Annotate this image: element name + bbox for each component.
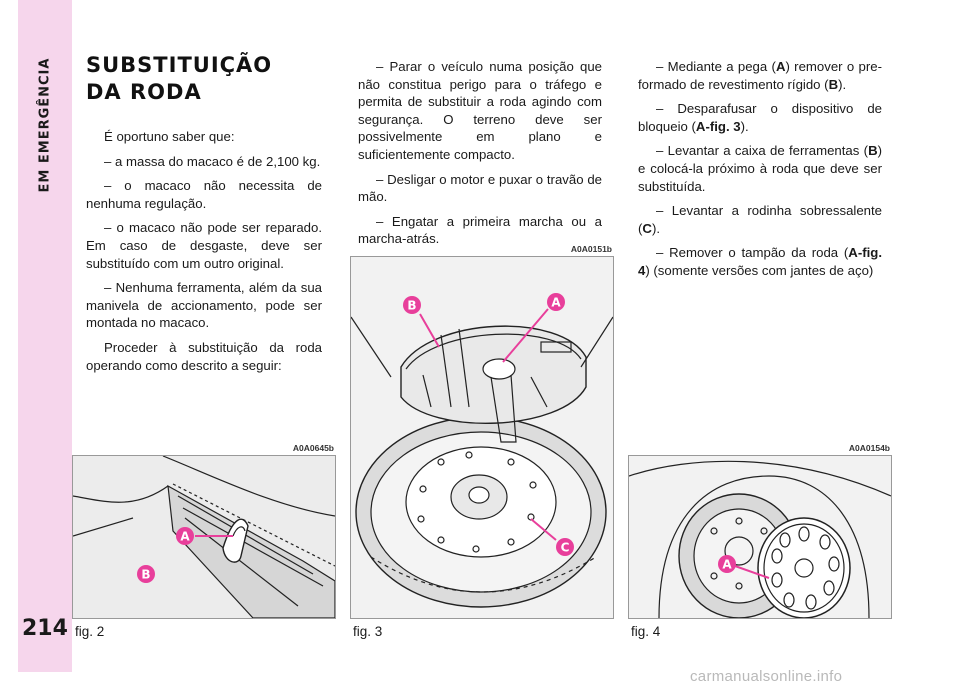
paragraph: – Engatar a primeira marcha ou a marcha-… bbox=[358, 213, 602, 247]
paragraph: – o macaco não pode ser reparado. Em cas… bbox=[86, 220, 322, 271]
page-title-line1: SUBSTITUIÇÃO bbox=[86, 53, 273, 77]
page-title: SUBSTITUIÇÃO DA RODA bbox=[86, 52, 272, 106]
callout-b: B bbox=[141, 568, 150, 582]
text-column-1: É oportuno saber que: – a massa do macac… bbox=[86, 128, 322, 381]
figure-code: A0A0645b bbox=[292, 443, 334, 453]
paragraph: – Levantar a rodinha sobressalente (C). bbox=[638, 203, 882, 236]
callout-b: B bbox=[407, 299, 416, 313]
section-label: EM EMERGÊNCIA bbox=[37, 57, 53, 193]
paragraph: Proceder à substituição da roda operando… bbox=[86, 339, 322, 373]
figure-code: A0A0151b bbox=[570, 244, 612, 254]
paragraph: – Levantar a caixa de ferramentas (B) e … bbox=[638, 143, 882, 194]
figure-2-illustration: A B bbox=[72, 455, 336, 619]
paragraph: – o macaco não necessita de nenhuma regu… bbox=[86, 178, 322, 211]
figure-4-illustration: A bbox=[628, 455, 892, 619]
page-title-line2: DA RODA bbox=[86, 80, 202, 104]
text-column-2: – Parar o veículo numa posição que não c… bbox=[358, 58, 602, 255]
callout-a: A bbox=[180, 530, 190, 544]
paragraph: – Mediante a pega (A) remover o pre-form… bbox=[638, 59, 882, 92]
paragraph: – Parar o veículo numa posição que não c… bbox=[358, 59, 602, 162]
callout-a: A bbox=[722, 558, 732, 572]
callout-c: C bbox=[561, 541, 570, 555]
paragraph: – Remover o tampão da roda (A-fig. 4) (s… bbox=[638, 245, 882, 278]
text-column-3: – Mediante a pega (A) remover o pre-form… bbox=[638, 58, 882, 287]
paragraph: – a massa do macaco é de 2,100 kg. bbox=[104, 153, 321, 169]
wheel-hubcap-illustration: A bbox=[629, 456, 891, 618]
figure-caption: fig. 2 bbox=[75, 624, 105, 639]
figure-3-illustration: B A C bbox=[350, 256, 614, 619]
watermark: carmanualsonline.info bbox=[690, 668, 843, 685]
paragraph: – Desparafusar o dispositivo de bloqueio… bbox=[638, 101, 882, 134]
figure-caption: fig. 4 bbox=[631, 624, 661, 639]
trunk-floor-illustration: A B bbox=[73, 456, 335, 618]
paragraph: É oportuno saber que: bbox=[104, 129, 235, 144]
figure-code: A0A0154b bbox=[848, 443, 890, 453]
paragraph: – Nenhuma ferramenta, além da sua manive… bbox=[86, 280, 322, 331]
figure-caption: fig. 3 bbox=[353, 624, 383, 639]
callout-a: A bbox=[551, 296, 561, 310]
page-number: 214 bbox=[22, 616, 68, 641]
spare-wheel-tool-box-illustration: B A C bbox=[351, 257, 613, 618]
section-sidebar bbox=[18, 0, 72, 672]
paragraph: – Desligar o motor e puxar o travão de m… bbox=[358, 171, 602, 205]
